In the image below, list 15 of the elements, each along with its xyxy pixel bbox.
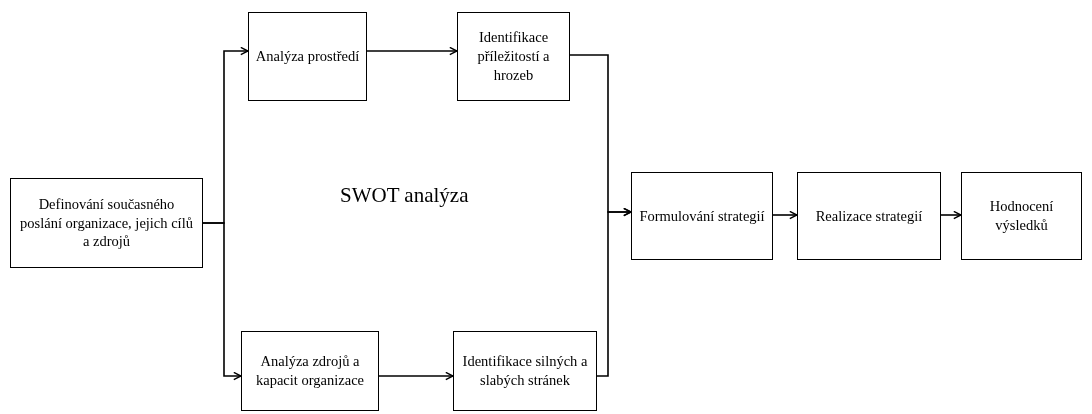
process-box: Identifikace příležitostí a hrozeb: [457, 12, 570, 101]
arrow: [772, 210, 798, 220]
arrow: [366, 46, 458, 56]
process-box: Formulování strategií: [631, 172, 773, 260]
process-box: Identifikace silných a slabých stránek: [453, 331, 597, 411]
diagram-heading: SWOT analýza: [340, 183, 469, 208]
process-box: Definování současného poslání organizace, jejich cílů a zdrojů: [10, 178, 203, 268]
arrow: [202, 222, 242, 381]
process-box: Analýza zdrojů a kapacit organizace: [241, 331, 379, 411]
process-box: Analýza prostředí: [248, 12, 367, 101]
arrow: [596, 207, 632, 377]
arrow: [940, 210, 962, 220]
arrow: [378, 371, 454, 381]
process-box: Realizace strategií: [797, 172, 941, 260]
process-box: Hodnocení výsledků: [961, 172, 1082, 260]
